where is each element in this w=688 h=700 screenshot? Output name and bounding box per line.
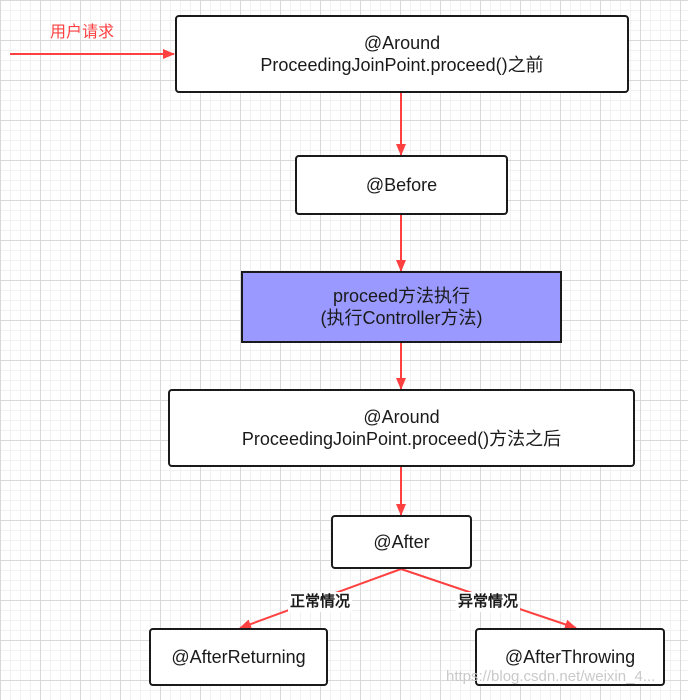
around-after-node: @Around ProceedingJoinPoint.proceed()方法之… bbox=[168, 389, 635, 467]
exception-case-label: 异常情况 bbox=[456, 592, 521, 612]
before-line1: @Before bbox=[365, 175, 438, 195]
around-before-line1: @Around bbox=[363, 33, 441, 53]
after-returning-line1: @AfterReturning bbox=[171, 647, 306, 667]
proceed-line1: proceed方法执行 bbox=[332, 286, 471, 306]
around-before-node: @Around ProceedingJoinPoint.proceed()之前 bbox=[175, 15, 629, 93]
watermark: https://blog.csdn.net/weixin_4... bbox=[446, 668, 656, 685]
before-node: @Before bbox=[295, 155, 508, 215]
around-before-line2: ProceedingJoinPoint.proceed()之前 bbox=[260, 55, 544, 75]
after-returning-node: @AfterReturning bbox=[149, 628, 328, 686]
proceed-line2: (执行Controller方法) bbox=[320, 308, 483, 328]
around-after-line1: @Around bbox=[363, 407, 440, 427]
proceed-node: proceed方法执行 (执行Controller方法) bbox=[241, 271, 562, 343]
after-node: @After bbox=[331, 515, 472, 569]
user-request-label: 用户请求 bbox=[50, 24, 115, 41]
after-throwing-line1: @AfterThrowing bbox=[504, 647, 636, 667]
normal-case-label: 正常情况 bbox=[288, 592, 353, 612]
around-after-line2: ProceedingJoinPoint.proceed()方法之后 bbox=[241, 429, 562, 449]
after-throwing-node: @AfterThrowing bbox=[475, 628, 665, 686]
after-line1: @After bbox=[373, 532, 430, 552]
